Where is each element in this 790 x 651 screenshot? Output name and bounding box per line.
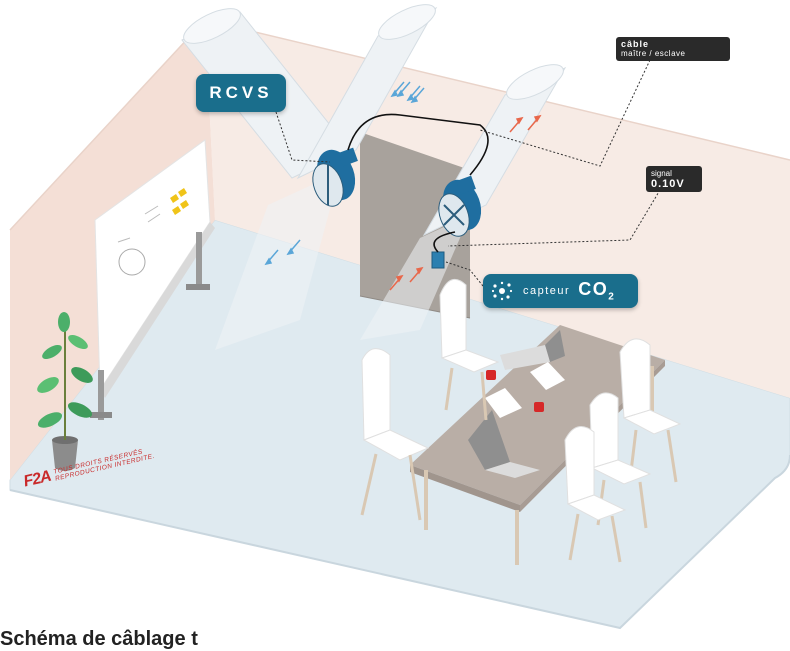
- caption: Schéma de câblage t: [0, 628, 198, 651]
- co2-label-prefix: capteur: [523, 285, 570, 297]
- cable-tag-title: câble: [621, 39, 725, 49]
- cable-tag: câble maître / esclave: [616, 37, 730, 61]
- co2-label-subscript: 2: [608, 292, 615, 303]
- signal-tag: signal 0.10V: [646, 166, 702, 192]
- co2-label-main-text: CO: [578, 279, 608, 299]
- cable-tag-subtitle: maître / esclave: [621, 49, 725, 59]
- co2-sensor-label: capteur CO2: [483, 274, 638, 308]
- rcvs-label-text: RCVS: [209, 83, 272, 103]
- signal-tag-value: 0.10V: [651, 179, 697, 190]
- co2-sensor: [432, 252, 444, 268]
- rcvs-label: RCVS: [196, 74, 286, 112]
- co2-label-main: CO2: [578, 279, 615, 303]
- particles-icon: [491, 280, 513, 302]
